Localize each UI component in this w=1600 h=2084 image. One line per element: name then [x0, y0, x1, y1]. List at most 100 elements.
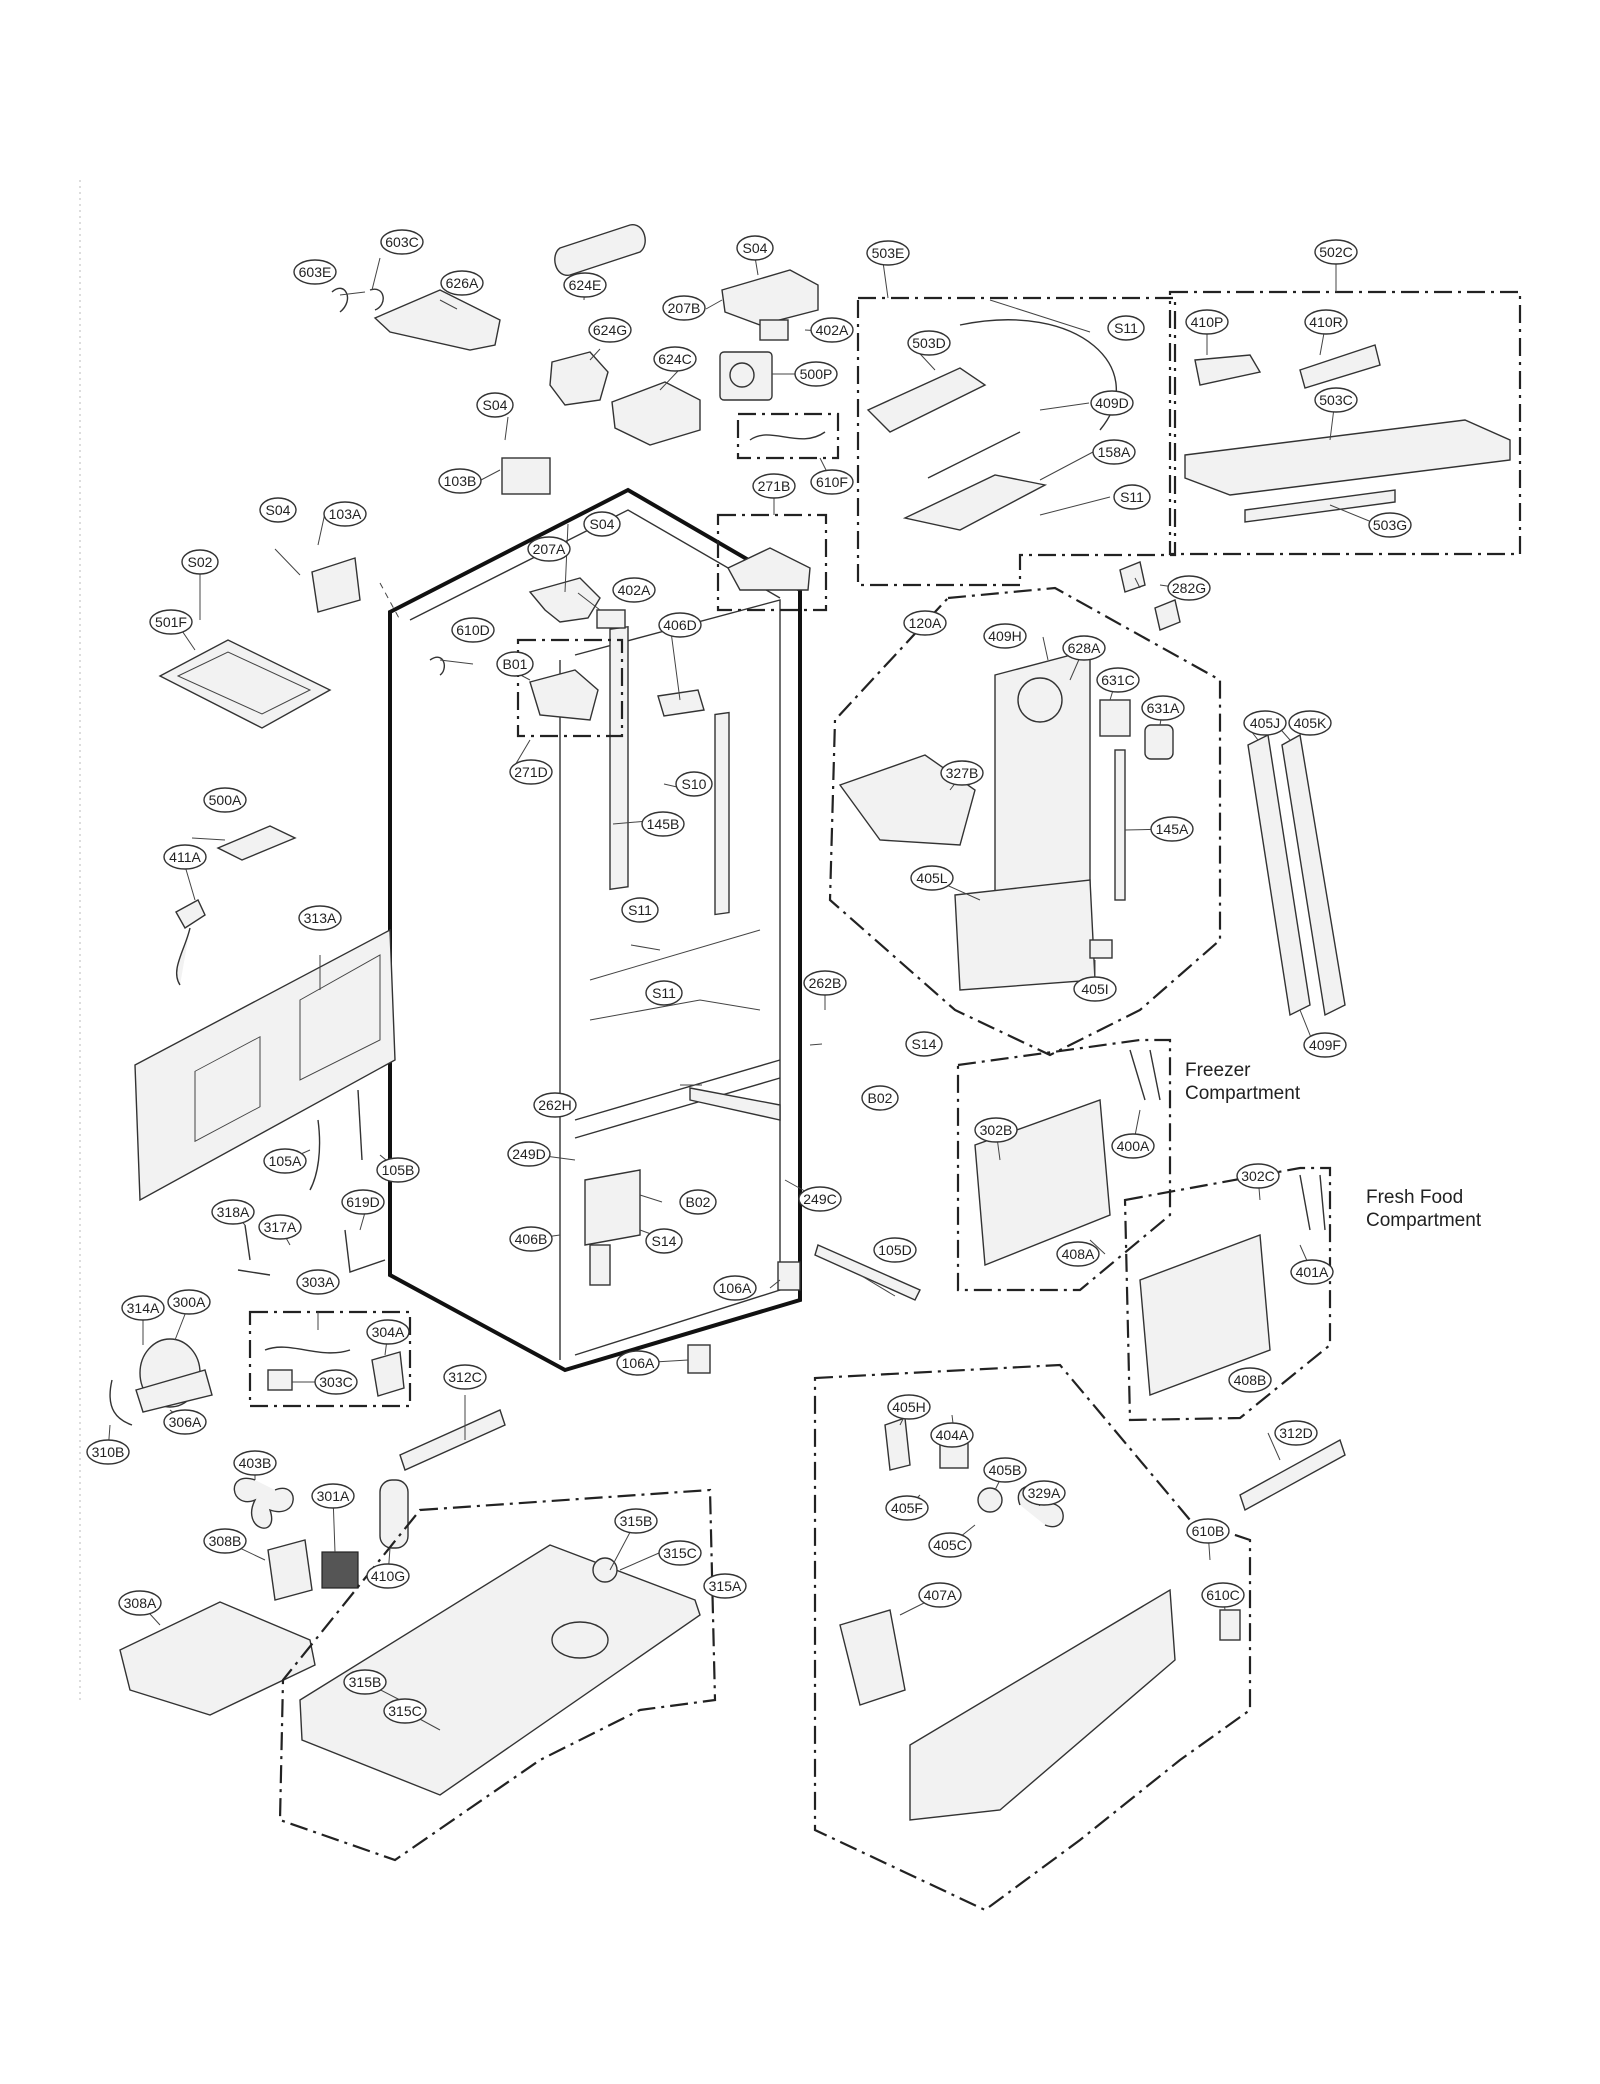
svg-text:S11: S11 — [628, 902, 652, 918]
assembly-327b — [838, 754, 976, 846]
hinge-box-271b — [716, 513, 828, 612]
strip-105d — [814, 1244, 921, 1301]
svg-text:318A: 318A — [217, 1204, 250, 1220]
board-503c — [1184, 419, 1511, 496]
box-502c — [1168, 290, 1522, 556]
cover-610b — [909, 1588, 1176, 1821]
capacitor-410g — [379, 1479, 409, 1549]
label-315A: 315A — [703, 1573, 747, 1599]
label-271B: 271B — [752, 473, 796, 499]
label-B01: B01 — [496, 651, 534, 677]
svg-text:410G: 410G — [371, 1568, 405, 1584]
label-405K: 405K — [1288, 710, 1332, 736]
svg-text:329A: 329A — [1028, 1485, 1061, 1501]
label-626A: 626A — [440, 270, 484, 296]
label-315B-top: 315B — [614, 1508, 658, 1534]
label-624G: 624G — [588, 317, 632, 343]
svg-text:410P: 410P — [1191, 314, 1224, 330]
board-500p — [719, 351, 773, 401]
label-103B: 103B — [438, 468, 482, 494]
svg-text:631A: 631A — [1147, 700, 1180, 716]
svg-text:301A: 301A — [317, 1488, 350, 1504]
label-503C: 503C — [1314, 387, 1358, 413]
svg-text:S11: S11 — [1114, 320, 1138, 336]
label-404A: 404A — [930, 1422, 974, 1448]
svg-text:315C: 315C — [388, 1703, 421, 1719]
label-500P: 500P — [794, 361, 838, 387]
svg-text:628A: 628A — [1068, 640, 1101, 656]
svg-text:315A: 315A — [709, 1578, 742, 1594]
relay-303c — [267, 1369, 293, 1391]
tube-105a — [309, 1119, 321, 1191]
box-503e — [856, 296, 1177, 587]
sensor-610c — [1219, 1609, 1241, 1641]
svg-text:313A: 313A — [304, 910, 337, 926]
svg-text:B02: B02 — [686, 1194, 711, 1210]
svg-text:262H: 262H — [538, 1097, 571, 1113]
svg-text:249C: 249C — [803, 1191, 836, 1207]
harness-410r — [1299, 344, 1381, 389]
label-631C: 631C — [1096, 667, 1140, 693]
label-405F: 405F — [885, 1495, 929, 1521]
svg-text:S04: S04 — [483, 397, 508, 413]
svg-text:624E: 624E — [569, 277, 602, 293]
label-624C: 624C — [653, 346, 697, 372]
label-501F: 501F — [149, 609, 193, 635]
overload-304a — [371, 1351, 405, 1397]
heater-401a — [1299, 1174, 1326, 1231]
label-502C: 502C — [1314, 239, 1358, 265]
label-301A: 301A — [311, 1483, 355, 1509]
label-405J: 405J — [1243, 710, 1287, 736]
svg-text:408B: 408B — [1234, 1372, 1267, 1388]
filter-158a — [902, 474, 1048, 531]
label-408A: 408A — [1056, 1241, 1100, 1267]
svg-text:315B: 315B — [349, 1674, 382, 1690]
label-S10: S10 — [675, 771, 713, 797]
svg-text:410R: 410R — [1309, 314, 1342, 330]
drain-308a — [119, 1601, 316, 1716]
svg-text:406D: 406D — [663, 617, 696, 633]
motor-624g — [549, 351, 609, 406]
svg-text:S04: S04 — [590, 516, 615, 532]
svg-text:306A: 306A — [169, 1414, 202, 1430]
freshfood-note-line2: Compartment — [1366, 1210, 1482, 1231]
label-106A-left: 106A — [616, 1350, 660, 1376]
svg-text:610D: 610D — [456, 622, 489, 638]
svg-text:103B: 103B — [444, 473, 477, 489]
label-145B: 145B — [641, 811, 685, 837]
svg-text:207A: 207A — [533, 541, 566, 557]
svg-text:503E: 503E — [872, 245, 905, 261]
strip-145a — [1114, 749, 1126, 901]
svg-text:409H: 409H — [988, 628, 1021, 644]
svg-text:409D: 409D — [1095, 395, 1128, 411]
duct-405l — [954, 879, 1096, 991]
label-402A-top: 402A — [810, 317, 854, 343]
label-302B: 302B — [974, 1117, 1018, 1143]
label-405B: 405B — [983, 1457, 1027, 1483]
svg-text:S02: S02 — [188, 554, 213, 570]
svg-text:626A: 626A — [446, 275, 479, 291]
label-S11-cabinet-lower: S11 — [645, 980, 683, 1006]
svg-text:405J: 405J — [1250, 715, 1280, 731]
label-B02-lower: B02 — [679, 1189, 717, 1215]
label-249D: 249D — [507, 1141, 551, 1167]
label-303A: 303A — [296, 1269, 340, 1295]
label-610C: 610C — [1201, 1582, 1245, 1608]
svg-text:302B: 302B — [980, 1122, 1013, 1138]
wire-409d — [959, 319, 1118, 431]
bin-312d — [1239, 1438, 1346, 1512]
label-262H: 262H — [533, 1092, 577, 1118]
label-329A: 329A — [1022, 1480, 1066, 1506]
board-500a — [216, 825, 297, 861]
svg-text:262B: 262B — [809, 975, 842, 991]
svg-text:106A: 106A — [719, 1280, 752, 1296]
label-628A: 628A — [1062, 635, 1106, 661]
label-410R: 410R — [1304, 309, 1348, 335]
label-145A: 145A — [1150, 816, 1194, 842]
freezer-note-line1: Freezer — [1185, 1060, 1251, 1081]
label-106A-right: 106A — [713, 1275, 757, 1301]
cover-503g — [1244, 489, 1396, 523]
label-300A: 300A — [167, 1289, 211, 1315]
label-308B: 308B — [203, 1528, 247, 1554]
label-315C-bottom: 315C — [383, 1698, 427, 1724]
